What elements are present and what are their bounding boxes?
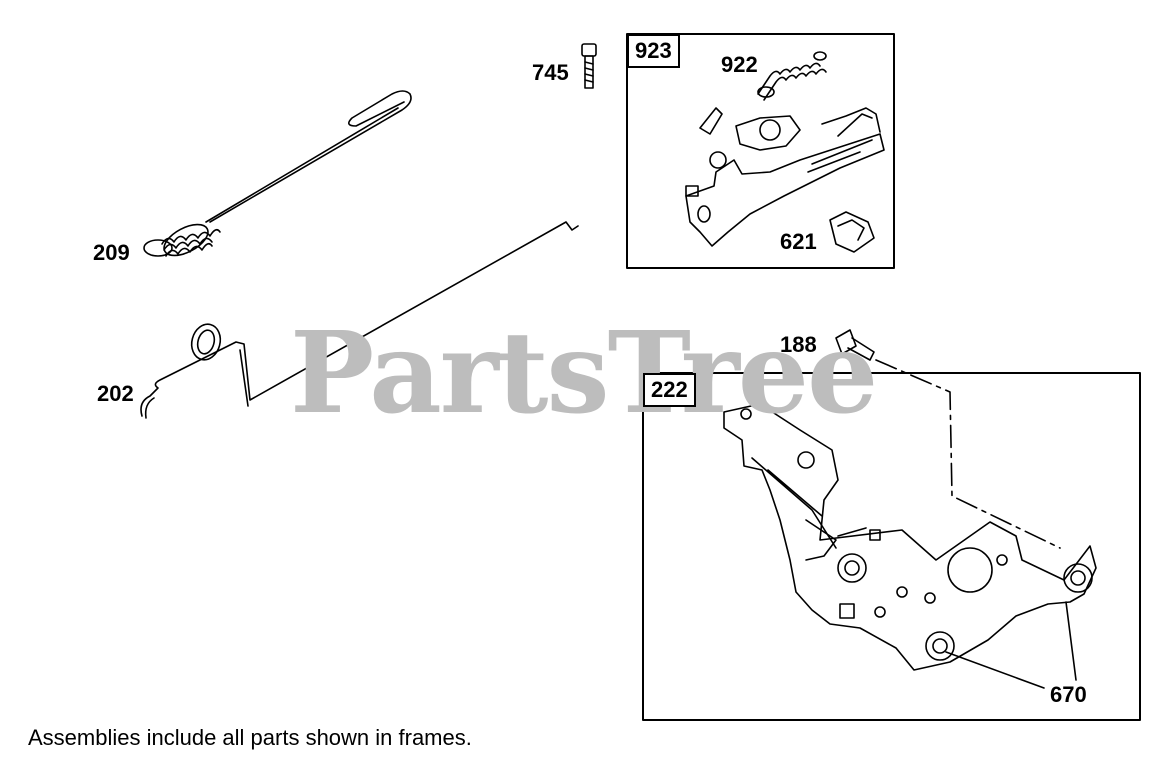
assemblies-footnote: Assemblies include all parts shown in fr… bbox=[28, 725, 472, 750]
leader-670-a bbox=[945, 651, 1045, 689]
frame-tag-923: 923 bbox=[627, 34, 680, 68]
leader-188-dash bbox=[875, 359, 1061, 549]
callout-209: 209 bbox=[93, 240, 130, 265]
part-923-control-bracket bbox=[685, 107, 885, 247]
callout-188: 188 bbox=[780, 332, 817, 357]
part-745-screw bbox=[581, 43, 597, 89]
callout-621: 621 bbox=[780, 229, 817, 254]
part-188-bolt bbox=[835, 329, 875, 361]
part-202-governor-link bbox=[140, 221, 579, 419]
partstree-watermark: PartsTree bbox=[290, 308, 878, 439]
frame-222-border bbox=[642, 372, 1141, 721]
frame-tag-222: 222 bbox=[643, 373, 696, 407]
part-621-clip bbox=[829, 211, 875, 253]
leader-670-b bbox=[1065, 601, 1077, 681]
part-209-governor-spring bbox=[143, 90, 412, 257]
part-922-spring bbox=[757, 51, 827, 101]
callout-745: 745 bbox=[532, 60, 569, 85]
frame-923-border bbox=[626, 33, 895, 269]
part-222-governor-control-plate bbox=[723, 403, 1097, 671]
callout-922: 922 bbox=[721, 52, 758, 77]
callout-202: 202 bbox=[97, 381, 134, 406]
callout-670: 670 bbox=[1050, 682, 1087, 707]
